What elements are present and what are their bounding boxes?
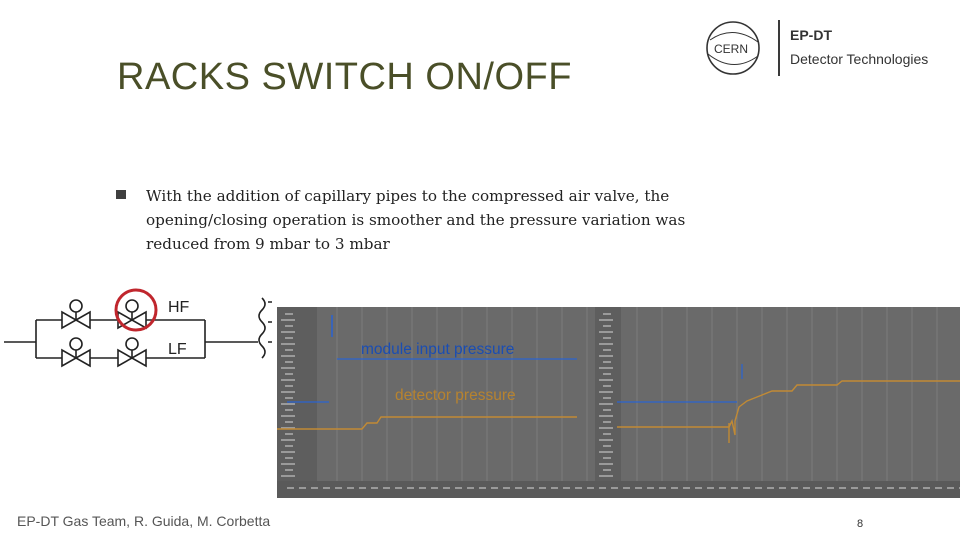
logo-title: EP-DT	[790, 27, 832, 43]
bullet-marker	[116, 190, 126, 199]
module-pressure-label: module input pressure	[361, 341, 515, 358]
pressure-plot: module input pressure detector pressure	[277, 307, 960, 498]
cern-ep-dt-logo: CERN EP-DT Detector Technologies	[700, 18, 950, 80]
logo-divider	[778, 20, 780, 76]
slide-title: RACKS SWITCH ON/OFF	[117, 56, 572, 98]
footer-credits: EP-DT Gas Team, R. Guida, M. Corbetta	[17, 513, 271, 529]
bullet-text: With the addition of capillary pipes to …	[146, 187, 686, 253]
page-number: 8	[857, 518, 864, 530]
cern-logo-text: CERN	[714, 42, 748, 56]
hf-label: HF	[168, 299, 190, 316]
lf-label: LF	[168, 341, 187, 358]
plot-canvas	[277, 307, 960, 498]
cern-logo-icon: CERN	[706, 21, 760, 75]
logo-subtitle: Detector Technologies	[790, 51, 929, 67]
highlight-circle	[114, 288, 158, 332]
valve-sketch: HF LF	[4, 288, 272, 368]
detector-pressure-label: detector pressure	[395, 387, 516, 404]
bullet-list: With the addition of capillary pipes to …	[116, 184, 716, 256]
